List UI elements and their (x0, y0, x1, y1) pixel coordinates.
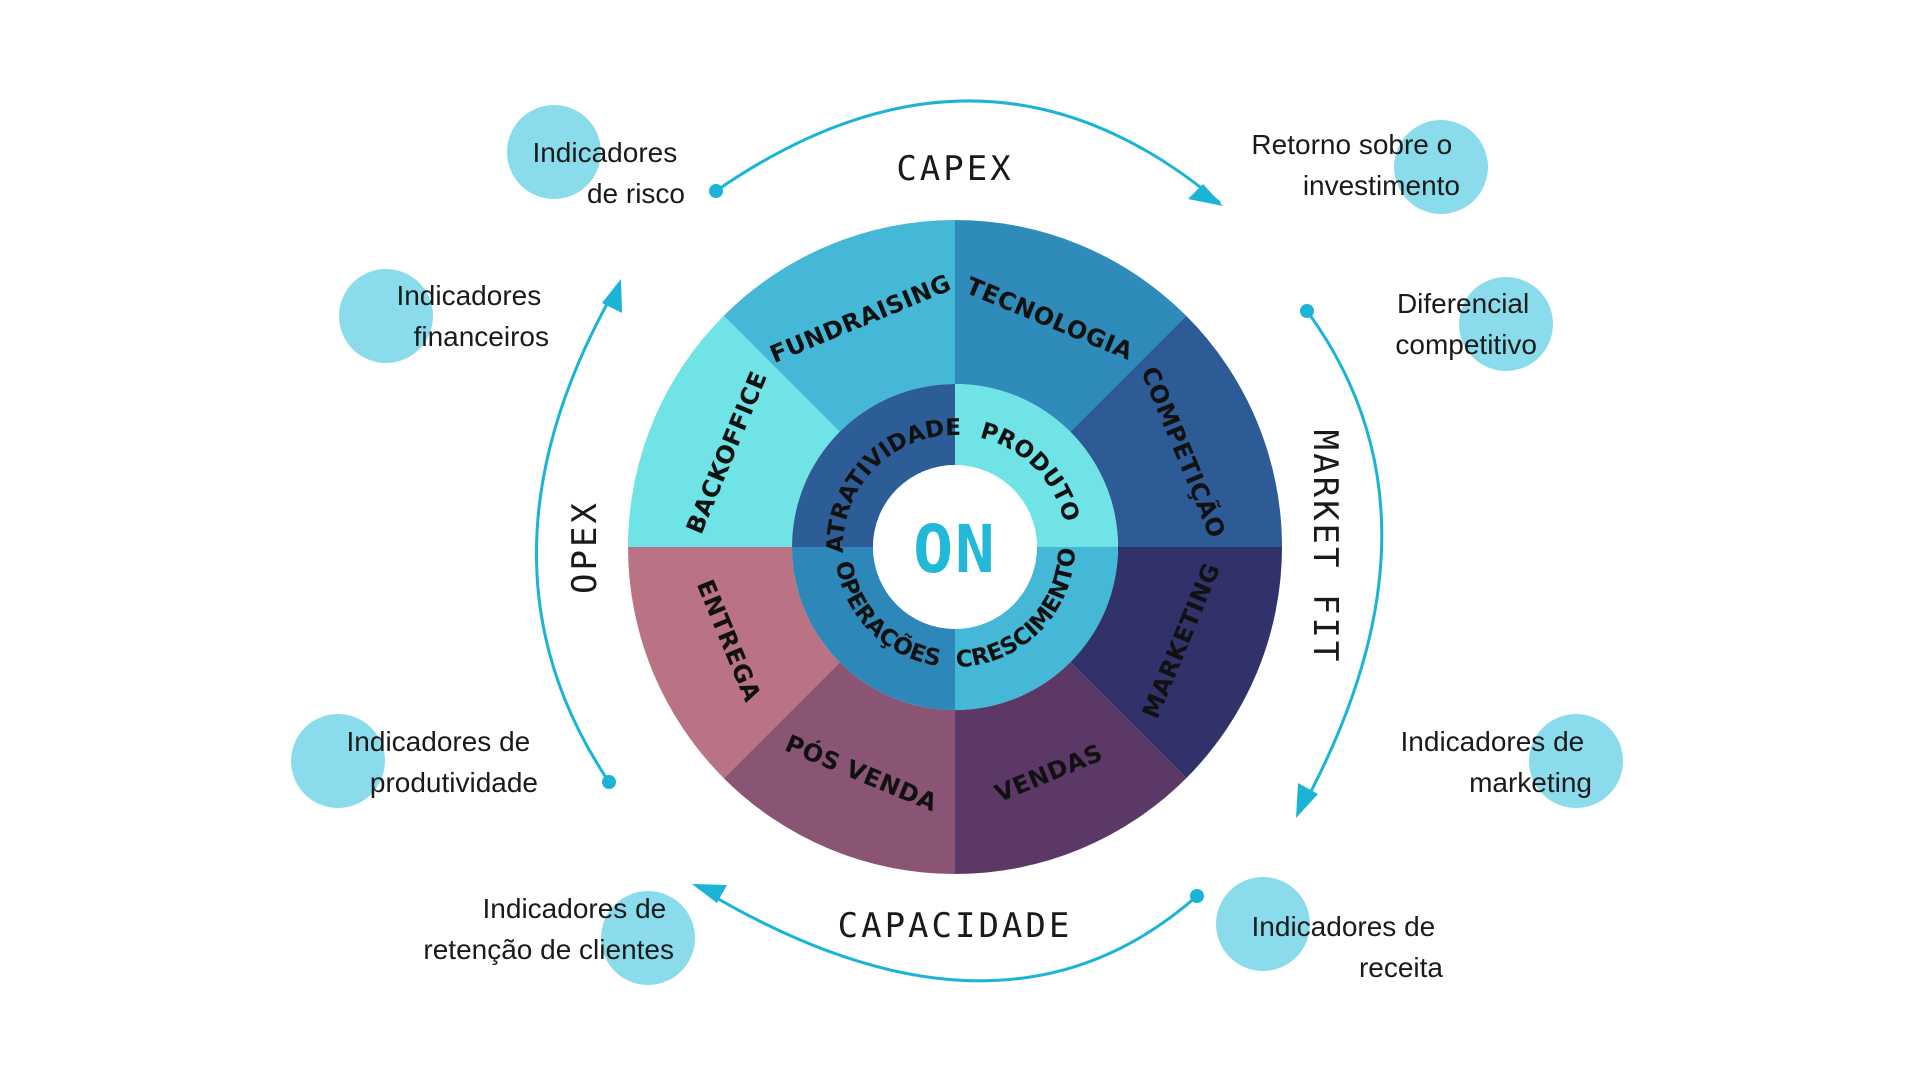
indicator-texts: Indicadores de risco Retorno sobre o inv… (347, 129, 1592, 983)
inner-segment-3 (792, 547, 955, 710)
bubble-receita (1216, 877, 1310, 971)
market-fit-arrow-dot (1300, 304, 1314, 318)
indicator-retencao-line-1: Indicadores de (483, 893, 667, 924)
bubble-diferencial (1459, 277, 1553, 371)
outer-segment-5 (628, 547, 840, 779)
indicator-bubbles (291, 105, 1623, 985)
outer-segment-6 (628, 315, 840, 547)
bubble-retorno (1394, 120, 1488, 214)
indicator-marketing: Indicadores de marketing (1401, 726, 1592, 798)
inner-segment-1 (955, 384, 1118, 547)
opex-arrow-dot (602, 775, 616, 789)
indicator-produtividade: Indicadores de produtividade (347, 726, 538, 798)
outer-segment-3 (955, 662, 1187, 874)
capacidade-label: CAPACIDADE (838, 906, 1073, 946)
center-logo: ON (913, 511, 996, 588)
capex-label: CAPEX (896, 149, 1013, 189)
indicator-diferencial: Diferencial competitivo (1395, 288, 1537, 360)
bubble-financeiros (339, 269, 433, 363)
indicator-retencao: Indicadores de retenção de clientes (423, 893, 674, 965)
capacidade-arrow (697, 885, 1198, 983)
indicator-risco-line-1: Indicadores (532, 137, 677, 168)
indicator-financeiros: Indicadores financeiros (396, 280, 549, 352)
outer-segment-1 (1070, 315, 1282, 547)
center-circle (873, 465, 1037, 629)
capex-arrow-dot (709, 184, 723, 198)
capex-arrowhead (1188, 184, 1223, 206)
outer-segment-2 (1070, 547, 1282, 779)
indicator-diferencial-line-1: Diferencial (1397, 288, 1529, 319)
outer-segment-7 (723, 220, 955, 432)
market-fit-arrowhead (1296, 783, 1318, 818)
opex-label: OPEX (565, 500, 605, 594)
indicator-financeiros-line-1: Indicadores (396, 280, 541, 311)
bubble-risco (507, 105, 601, 199)
indicator-retorno-line-1: Retorno sobre o (1251, 129, 1452, 160)
indicator-risco: Indicadores de risco (532, 137, 685, 209)
inner-segment-0 (792, 384, 955, 547)
outer-ring (628, 220, 1282, 874)
indicator-produtividade-line-1: Indicadores de (347, 726, 531, 757)
indicator-receita: Indicadores de receita (1252, 911, 1444, 983)
opex-arrow (535, 285, 619, 783)
bubble-produtividade (291, 714, 385, 808)
bubble-retencao (601, 891, 695, 985)
opex-arrowhead (602, 279, 622, 313)
indicator-retencao-line-2: retenção de clientes (423, 934, 674, 965)
market-fit-arrow (1298, 310, 1384, 813)
indicator-receita-line-2: receita (1359, 952, 1443, 983)
indicator-retorno: Retorno sobre o investimento (1251, 129, 1460, 201)
outer-segment-4 (723, 662, 955, 874)
inner-segment-2 (955, 547, 1118, 710)
indicator-financeiros-line-2: financeiros (414, 321, 549, 352)
indicator-diferencial-line-2: competitivo (1395, 329, 1537, 360)
cycle-arrows (535, 99, 1384, 983)
inner-ring (792, 384, 1118, 710)
indicator-produtividade-line-2: produtividade (370, 767, 538, 798)
indicator-retorno-line-2: investimento (1303, 170, 1460, 201)
bubble-marketing (1529, 714, 1623, 808)
capex-arrow (715, 99, 1221, 205)
indicator-marketing-line-2: marketing (1469, 767, 1592, 798)
indicator-marketing-line-1: Indicadores de (1401, 726, 1585, 757)
indicator-risco-line-2: de risco (587, 178, 685, 209)
capacidade-arrow-dot (1190, 889, 1204, 903)
outer-segment-0 (955, 220, 1187, 432)
market-fit-label: MARKET FIT (1305, 430, 1345, 665)
indicator-receita-line-1: Indicadores de (1252, 911, 1436, 942)
capacidade-arrowhead (692, 884, 727, 903)
